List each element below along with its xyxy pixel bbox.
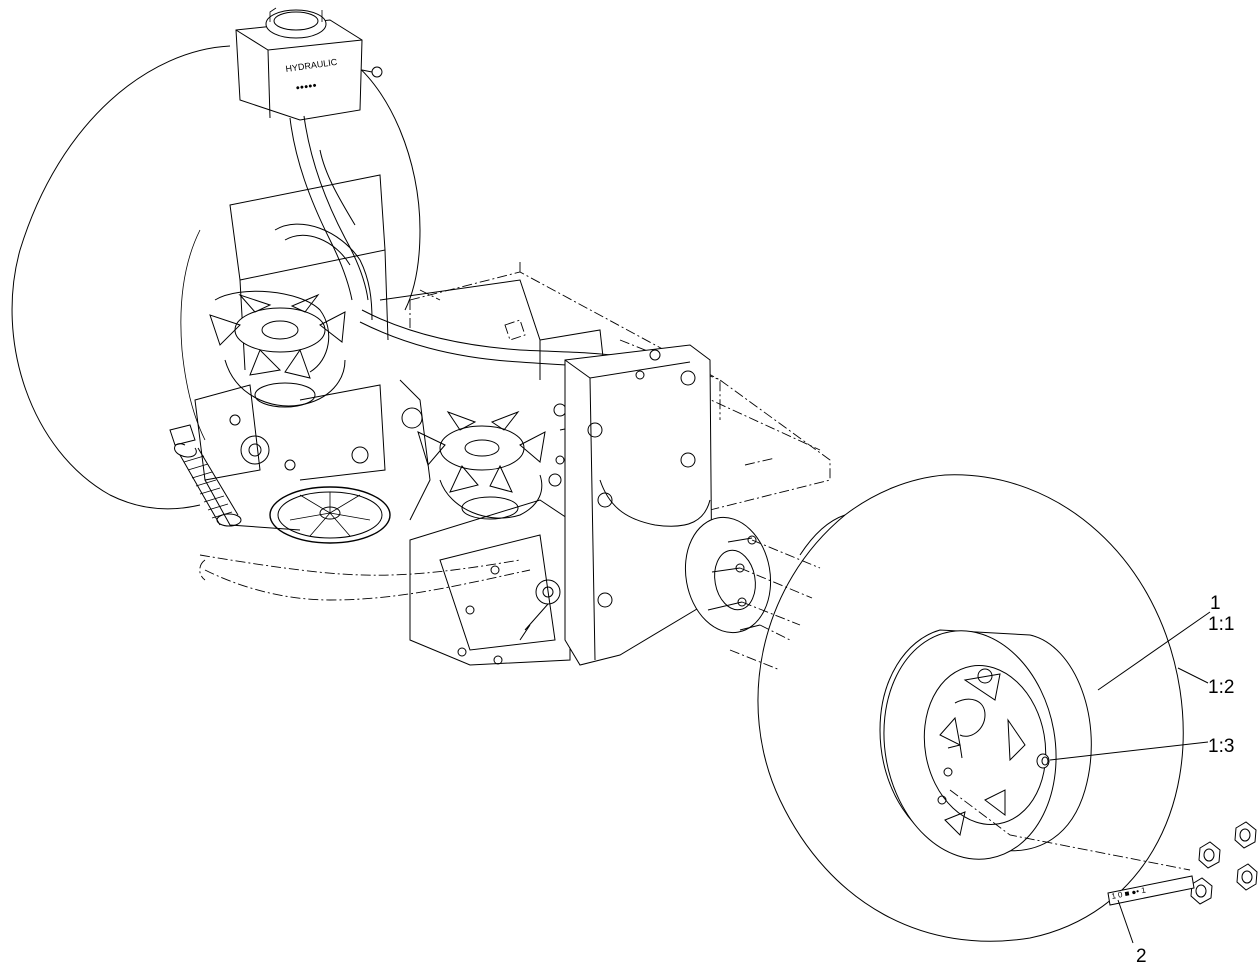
lug-nut	[1190, 877, 1213, 905]
lug-nuts	[1190, 821, 1258, 905]
wheel-motor	[409, 499, 571, 666]
stud-alignment-lines	[729, 539, 821, 671]
lug-nut	[1236, 863, 1258, 891]
callout-2: 2	[1136, 946, 1147, 967]
valve-stem	[1036, 753, 1050, 769]
lug-nut	[1234, 821, 1257, 849]
callout-1-2: 1:2	[1208, 677, 1234, 698]
tire-pressure-decal: 1 0 ■ ●• 1	[1107, 875, 1195, 906]
idler-pulley	[269, 486, 391, 544]
wheel-rim	[879, 629, 1092, 860]
right-pump-assembly	[379, 279, 611, 521]
spring	[174, 443, 242, 527]
left-fan	[209, 293, 346, 379]
wheel-hub	[684, 516, 772, 634]
mounting-plate	[564, 344, 713, 666]
svg-text:●●●●●: ●●●●●	[295, 82, 317, 92]
callout-1-1: 1:1	[1208, 614, 1234, 635]
chassis-frame	[199, 260, 831, 601]
callout-1-3: 1:3	[1208, 736, 1234, 757]
left-pump-assembly	[169, 174, 389, 531]
left-tire	[11, 45, 421, 510]
right-tire	[757, 474, 1184, 942]
callout-leaders	[1049, 611, 1211, 944]
right-fan	[417, 410, 546, 493]
callout-1: 1	[1210, 593, 1221, 614]
lug-nut-alignment-line	[949, 789, 1191, 871]
lug-nut	[1198, 841, 1221, 869]
hydraulic-tank: HYDRAULIC ●●●●●	[235, 7, 383, 121]
